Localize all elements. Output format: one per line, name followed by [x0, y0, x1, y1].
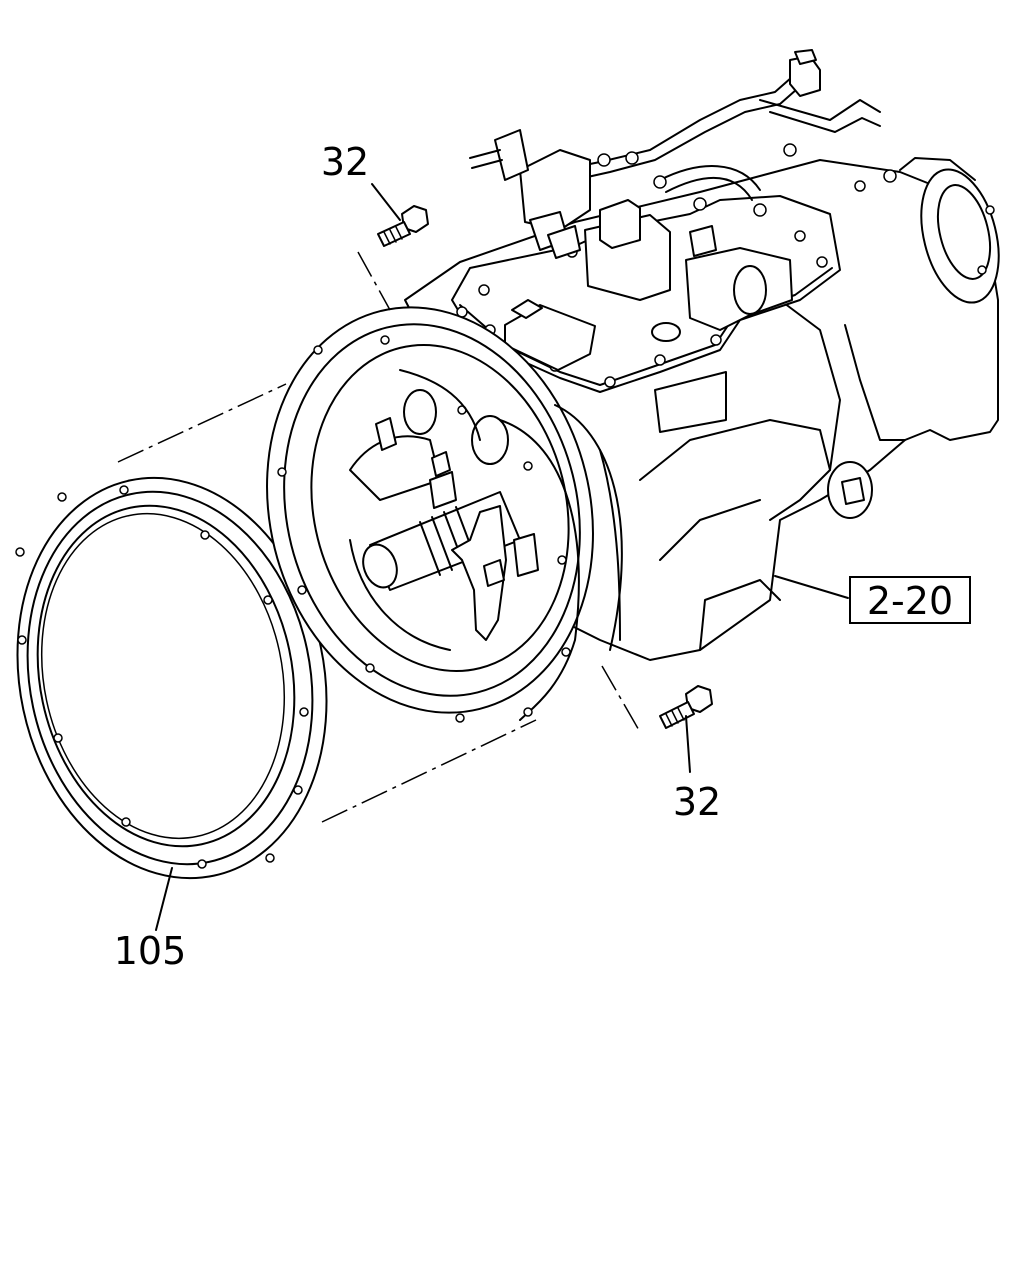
leader-lines	[155, 183, 849, 931]
callout-32-upper: 32	[321, 140, 369, 184]
callout-105: 105	[114, 929, 187, 973]
gasket-drawing	[15, 476, 328, 880]
transmission-drawing	[266, 49, 1000, 723]
bolt-upper-drawing	[357, 205, 429, 311]
callout-32-lower: 32	[673, 780, 721, 824]
reference-box[interactable]: 2-20	[849, 576, 971, 624]
bolt-lower-drawing	[601, 665, 713, 733]
callout-2-20[interactable]: 2-20	[867, 579, 953, 623]
gasket-holes	[15, 485, 309, 869]
